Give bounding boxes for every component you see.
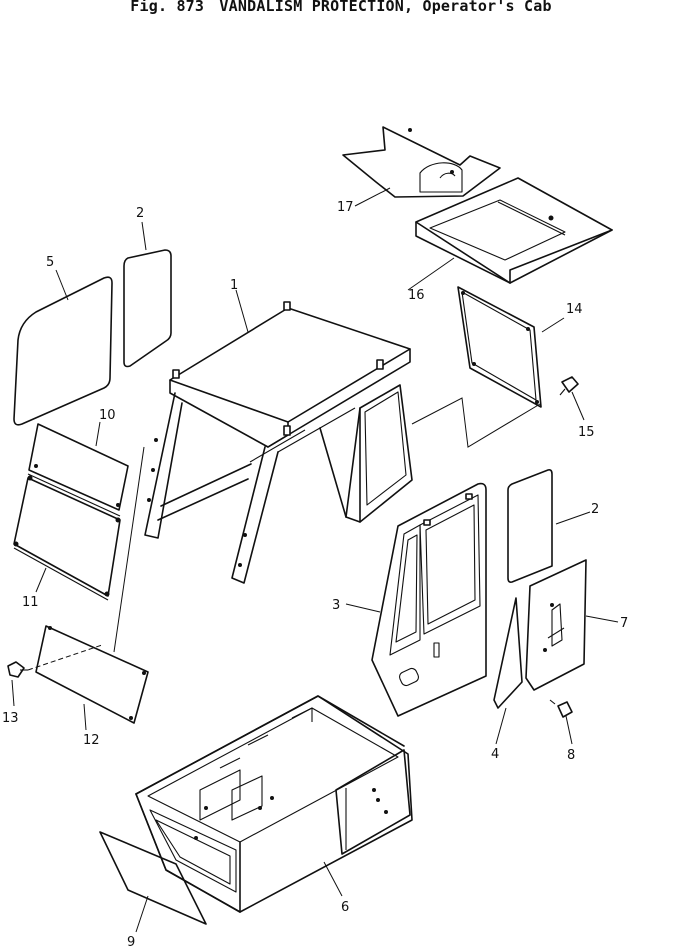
- part-12-lower-plate: [35, 625, 149, 724]
- part-6-floor-frame: [135, 695, 413, 913]
- callout-14: 14: [566, 302, 583, 317]
- callout-16: 16: [408, 288, 425, 303]
- part-15-bolt: [559, 376, 579, 396]
- part-9-lower-panel: [99, 831, 207, 925]
- part-1-cab-frame: [144, 301, 413, 584]
- part-7-door-panel: [525, 559, 587, 691]
- callout-labels: 2 5 1 17 16 14 15 10 11 13 12 3 2 7 4 8 …: [2, 200, 628, 949]
- callout-5: 5: [46, 255, 54, 270]
- callout-17: 17: [337, 200, 354, 215]
- callout-12: 12: [83, 733, 100, 748]
- callout-3: 3: [332, 598, 340, 613]
- callout-9: 9: [127, 935, 135, 949]
- callout-7: 7: [620, 616, 628, 631]
- callout-2-left: 2: [136, 206, 144, 221]
- callout-8: 8: [567, 748, 575, 763]
- part-11-plate: [13, 473, 121, 601]
- figure-caption: Fig. 873 VANDALISM PROTECTION, Operator'…: [0, 0, 682, 15]
- part-2-small-window-right: [507, 469, 553, 583]
- callout-11: 11: [22, 595, 39, 610]
- part-2-small-window-left: [123, 249, 172, 368]
- callout-15: 15: [578, 425, 595, 440]
- part-3-door: [371, 482, 487, 717]
- part-10-plate: [28, 423, 129, 511]
- part-16-roof-tray: [415, 177, 613, 284]
- figure-title: VANDALISM PROTECTION, Operator's Cab: [219, 0, 552, 15]
- part-8-bolt: [549, 699, 573, 718]
- callout-2-right: 2: [591, 502, 599, 517]
- callout-10: 10: [99, 408, 116, 423]
- callout-1: 1: [230, 278, 238, 293]
- callout-6: 6: [341, 900, 349, 915]
- callout-4: 4: [491, 747, 499, 762]
- part-13-bolt: [7, 661, 28, 678]
- callout-13: 13: [2, 711, 19, 726]
- figure-number: Fig. 873: [130, 0, 205, 15]
- part-14-side-panel: [457, 286, 542, 408]
- leader-lines: [11, 187, 619, 933]
- part-4-triangular-panel: [493, 597, 523, 709]
- part-5-large-window: [13, 276, 113, 426]
- part-17-roof-cover-plate: [342, 126, 501, 198]
